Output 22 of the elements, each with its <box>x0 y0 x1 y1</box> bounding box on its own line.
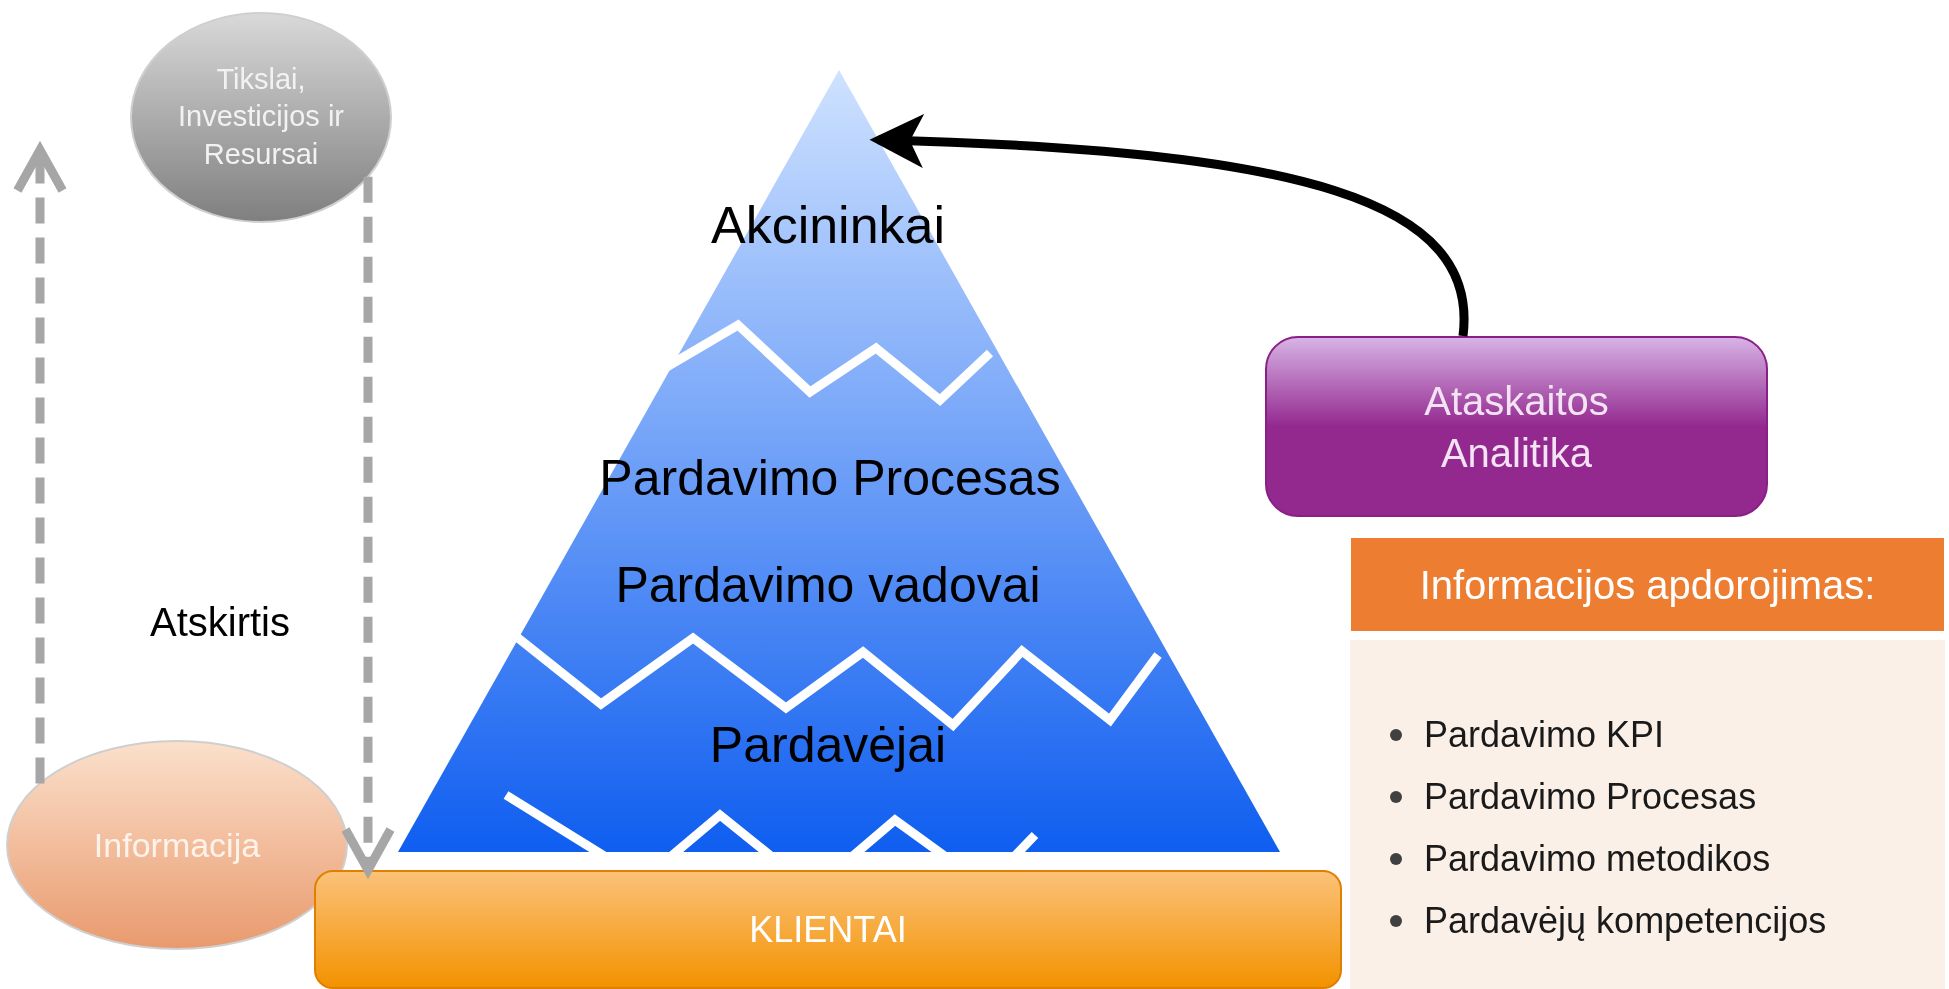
node-label: KLIENTAI <box>749 907 907 952</box>
curved-arrow <box>869 114 1468 336</box>
tier-label: Akcininkai <box>710 195 946 255</box>
tier-label: Pardavimo vadovai <box>615 556 1041 614</box>
header-bar <box>1350 537 1945 632</box>
list-panel <box>1350 640 1945 989</box>
goals-ellipse <box>128 10 394 225</box>
list-item: Pardavimo Procesas <box>1424 776 1757 818</box>
node-label: Informacijos apdorojimas: <box>1419 561 1876 609</box>
node-label: Informacija <box>92 824 262 866</box>
reports-box <box>1265 336 1768 517</box>
tier-label: Pardavimo Procesas <box>599 449 1061 507</box>
information-ellipse <box>4 738 350 952</box>
tier-label: Pardavėjai <box>709 716 947 774</box>
node-label: Tikslai, Investicijos ir Resursai <box>177 61 345 173</box>
list-item: Pardavėjų kompetencijos <box>1424 900 1827 942</box>
text-label: Atskirtis <box>150 600 290 645</box>
node-label: Ataskaitos Analitika <box>1423 377 1610 477</box>
list-item: Pardavimo KPI <box>1424 714 1665 756</box>
list-item: Pardavimo metodikos <box>1424 838 1771 880</box>
clients-bar <box>314 870 1342 989</box>
pyramid <box>398 70 1280 852</box>
